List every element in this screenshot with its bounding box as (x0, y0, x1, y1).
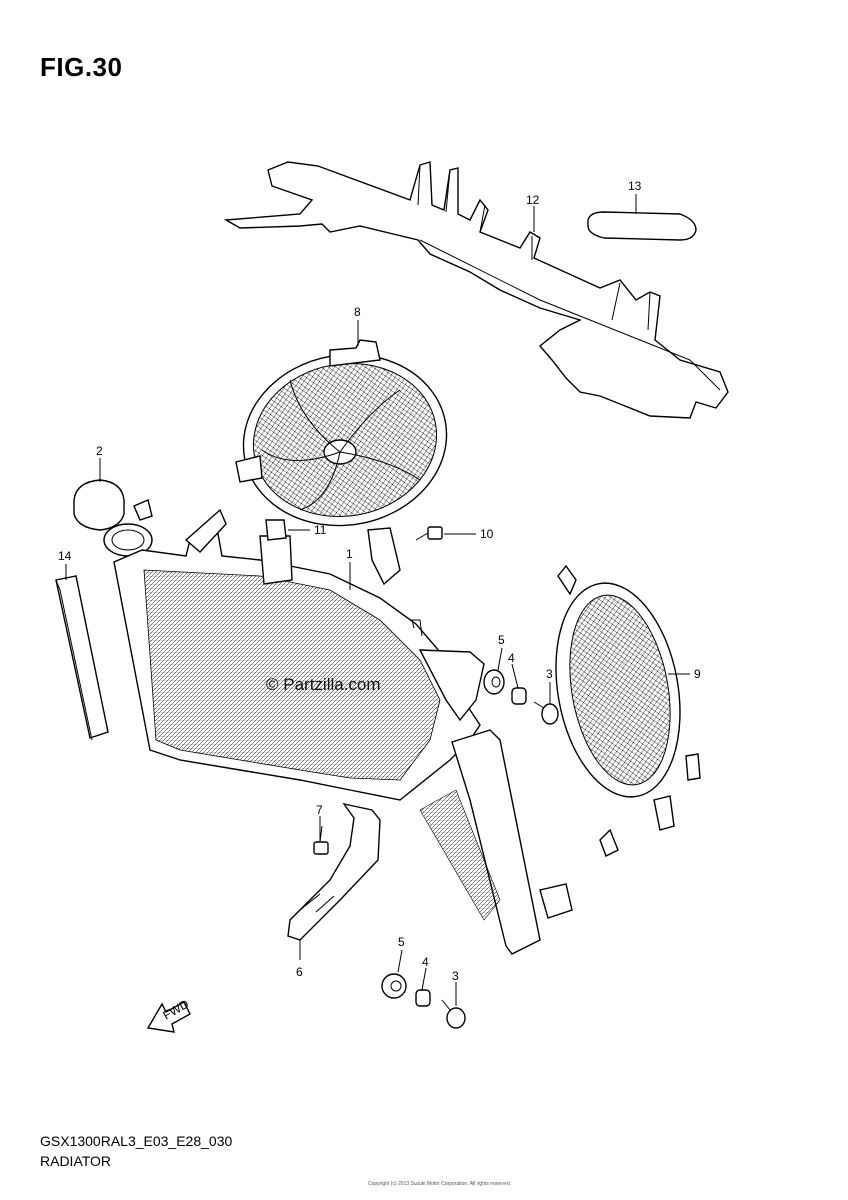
part-7-bolt[interactable] (313, 825, 329, 855)
copyright-notice: Copyright (c) 2013 Suzuki Motor Corporat… (368, 1181, 512, 1187)
part-9-fan[interactable] (540, 564, 701, 857)
callout-7: 7 (316, 803, 323, 817)
callout-5: 5 (398, 935, 405, 949)
callout-3: 3 (546, 667, 553, 681)
callout-6: 6 (296, 965, 303, 979)
part-3-bolt-lower[interactable] (441, 999, 466, 1029)
callout-2: 2 (96, 444, 103, 458)
callout-5: 5 (498, 633, 505, 647)
callout-labels: 1 2 3 3 4 4 5 5 6 7 8 9 10 11 12 13 14 (58, 179, 701, 983)
callout-3: 3 (452, 969, 459, 983)
part-6-bracket[interactable] (287, 802, 381, 941)
callout-11: 11 (314, 523, 327, 537)
part-12-cover[interactable] (223, 161, 729, 419)
callout-4: 4 (508, 651, 515, 665)
part-11-clip[interactable] (265, 519, 287, 541)
part-1-radiator[interactable] (113, 508, 573, 955)
section-name: RADIATOR (40, 1153, 112, 1169)
callout-13: 13 (628, 179, 642, 193)
callout-1: 1 (346, 547, 353, 561)
leader-lines (65, 194, 690, 1006)
part-5-grommet-upper[interactable] (483, 669, 505, 695)
callout-10: 10 (480, 527, 494, 541)
part-8-fan[interactable] (230, 339, 460, 586)
callout-8: 8 (354, 305, 361, 319)
callout-4: 4 (422, 955, 429, 969)
part-14-strip[interactable] (55, 575, 109, 741)
part-10-bolt[interactable] (415, 526, 443, 541)
part-2-cap[interactable] (73, 479, 153, 557)
callout-12: 12 (526, 193, 540, 207)
part-4-collar-upper[interactable] (511, 687, 527, 705)
model-code: GSX1300RAL3_E03_E28_030 (40, 1133, 233, 1149)
part-5-grommet-lower[interactable] (381, 973, 407, 999)
callout-9: 9 (694, 667, 701, 681)
callout-14: 14 (58, 549, 72, 563)
watermark-text: © Partzilla.com (266, 675, 381, 694)
fwd-arrow-icon: FWD (146, 997, 191, 1033)
part-4-collar-lower[interactable] (415, 989, 431, 1007)
part-3-bolt-upper[interactable] (533, 701, 559, 725)
figure-title: FIG.30 (40, 52, 123, 82)
part-13-label[interactable] (587, 211, 697, 241)
